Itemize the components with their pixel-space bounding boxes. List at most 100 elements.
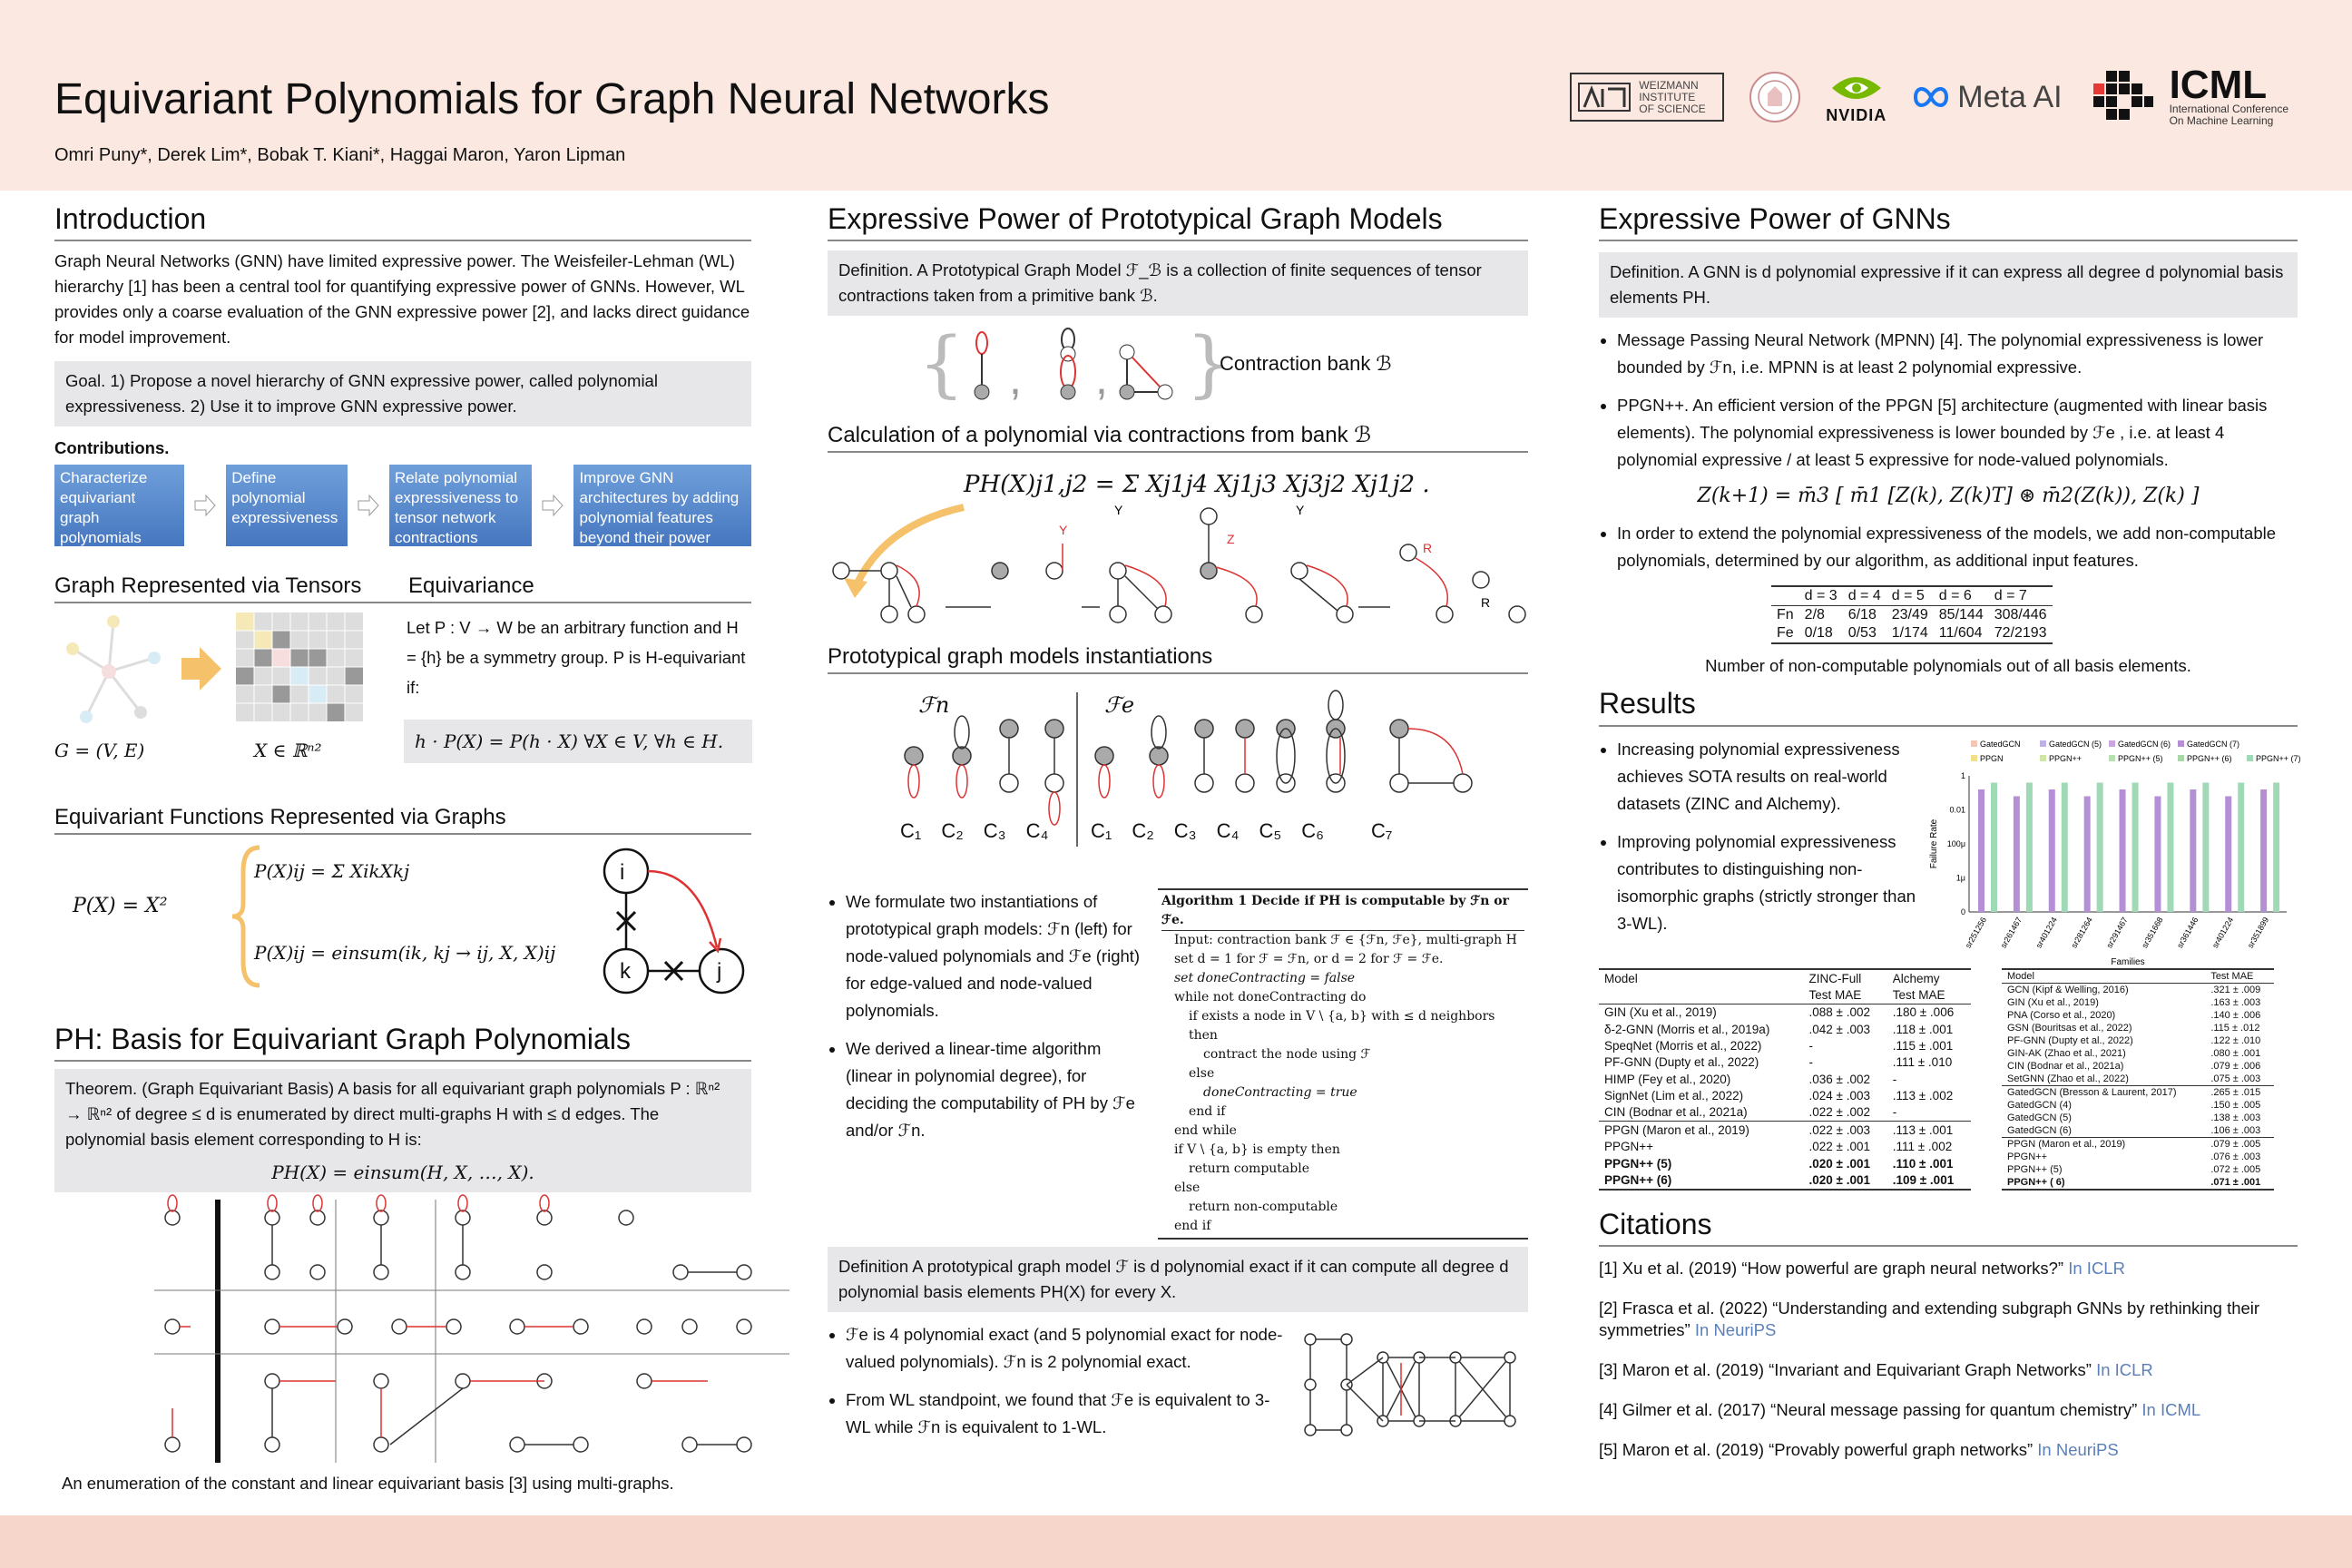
equivariance-text: Let P : V → W be an arbitrary function a… bbox=[407, 618, 746, 698]
citation-venue-link[interactable]: In NeuriPS bbox=[2037, 1440, 2119, 1460]
meta-ai-logo: Meta AI bbox=[1910, 80, 2063, 115]
table-cell: .111 ± .010 bbox=[1892, 1055, 1953, 1070]
bar bbox=[2190, 789, 2197, 912]
citation: [1] Xu et al. (2019) “How powerful are g… bbox=[1599, 1258, 2298, 1279]
tensor-label: X ∈ ℝⁿ² bbox=[254, 740, 322, 762]
table-header-cell: Test MAE bbox=[1808, 987, 1862, 1002]
x-tick-label: sr401224 bbox=[2210, 916, 2235, 950]
table-cell: .076 ± .003 bbox=[2210, 1151, 2261, 1162]
bar bbox=[1991, 782, 1997, 912]
algo-line: else bbox=[1174, 1180, 1200, 1195]
citation-venue-link[interactable]: In ICLR bbox=[2096, 1360, 2153, 1380]
contributions-flow: Characterize equivariant graph polynomia… bbox=[54, 465, 751, 547]
citations-list: [1] Xu et al. (2019) “How powerful are g… bbox=[1599, 1258, 2298, 1461]
table-cell: GatedGCN (6) bbox=[2007, 1124, 2072, 1136]
c-label: C₅ bbox=[1259, 818, 1282, 842]
flow-step-2: Define polynomial expressiveness bbox=[226, 465, 348, 547]
table-row: GatedGCN (5).138 ± .003 bbox=[2002, 1112, 2274, 1124]
citation-text: [2] Frasca et al. (2022) “Understanding … bbox=[1599, 1298, 2260, 1340]
citation-venue-link[interactable]: In ICLR bbox=[2068, 1259, 2125, 1279]
fn-label: ℱn bbox=[918, 691, 950, 718]
x-tick-label: sr361446 bbox=[2175, 916, 2200, 950]
theorem-box: Theorem. (Graph Equivariant Basis) A bas… bbox=[54, 1069, 751, 1193]
table-cell: PPGN++ (6) bbox=[1604, 1173, 1672, 1188]
table-cell: .020 ± .001 bbox=[1808, 1156, 1870, 1171]
table-row: SignNet (Lim et al., 2022).024 ± .003.11… bbox=[1599, 1087, 1971, 1103]
table-row: PPGN++ (5).020 ± .001.110 ± .001 bbox=[1599, 1155, 1971, 1171]
algorithm-box: Algorithm 1 Decide if PH is computable b… bbox=[1158, 887, 1528, 1240]
poster-header bbox=[0, 0, 2352, 191]
table-row: SpeqNet (Morris et al., 2022)-.115 ± .00… bbox=[1599, 1037, 1971, 1054]
table-row: PPGN++.022 ± .001.111 ± .002 bbox=[1599, 1139, 1971, 1155]
table-header-cell: Test MAE bbox=[2210, 970, 2254, 982]
bullet: Message Passing Neural Network (MPNN) [4… bbox=[1617, 327, 2298, 381]
c-label: C₄ bbox=[1216, 818, 1240, 842]
table-cell: GIN-AK (Zhao et al., 2021) bbox=[2007, 1047, 2126, 1059]
legend-swatch bbox=[2040, 740, 2046, 747]
algo-line: Input: contraction bank ℱ ∈ {ℱn, ℱe}, mu… bbox=[1174, 932, 1517, 947]
table-row: GCN (Kipf & Welling, 2016) .321 ± .009 bbox=[2002, 983, 2274, 996]
table-cell: PNA (Corso et al., 2020) bbox=[2007, 1009, 2116, 1021]
bar bbox=[2048, 789, 2055, 912]
citation-venue-link[interactable]: In ICML bbox=[2141, 1400, 2201, 1420]
table-cell: HIMP (Fey et al., 2020) bbox=[1604, 1072, 1731, 1086]
table-cell: GatedGCN (Bresson & Laurent, 2017) bbox=[2007, 1086, 2177, 1098]
eqfun-section: P(X) = X² P(X)ij = Σ XikXkj P(X)ij = ein… bbox=[54, 835, 751, 998]
x-tick-label: sr351668 bbox=[2140, 916, 2164, 950]
nvidia-logo: NVIDIA bbox=[1826, 70, 1886, 125]
table-row: GatedGCN (6).106 ± .003 bbox=[2002, 1124, 2274, 1138]
graph-label: G = (V, E) bbox=[54, 740, 145, 762]
bar bbox=[2238, 782, 2245, 912]
table-cell: .022 ± .001 bbox=[1808, 1140, 1870, 1154]
tensors-heading: Graph Represented via Tensors bbox=[54, 573, 408, 604]
algo-line: end if bbox=[1174, 1218, 1211, 1233]
table-cell: - bbox=[1892, 1072, 1897, 1086]
table-cell: GCN (Kipf & Welling, 2016) bbox=[2007, 984, 2129, 995]
algo-line: return non-computable bbox=[1189, 1199, 1338, 1214]
svg-text:Z: Z bbox=[1227, 532, 1235, 546]
table-row: GIN (Xu et al., 2019).088 ± .002.180 ± .… bbox=[1599, 1004, 1971, 1021]
arrow-right-icon bbox=[194, 495, 216, 517]
gnn-bullets: Message Passing Neural Network (MPNN) [4… bbox=[1599, 327, 2298, 474]
table-cell: PPGN++ bbox=[2007, 1151, 2048, 1162]
table-cell: GatedGCN (4) bbox=[2007, 1099, 2072, 1111]
arrow-right-icon bbox=[358, 495, 379, 517]
x-tick-label: sr281264 bbox=[2069, 916, 2093, 950]
citation: [5] Maron et al. (2019) “Provably powerf… bbox=[1599, 1439, 2298, 1461]
flow-step-1: Characterize equivariant graph polynomia… bbox=[54, 465, 185, 547]
citation-venue-link[interactable]: In NeuriPS bbox=[1694, 1320, 1777, 1340]
algo-line: if exists a node in V \ {a, b} with ≤ d … bbox=[1189, 1008, 1495, 1043]
table-header-cell: Alchemy bbox=[1892, 971, 1940, 985]
y-tick-label: 0.01 bbox=[1949, 805, 1965, 814]
noncomputable-caption: Number of non-computable polynomials out… bbox=[1705, 656, 2191, 676]
c-label: C₁ bbox=[900, 818, 922, 842]
table-cell: .110 ± .001 bbox=[1892, 1156, 1954, 1171]
table-cell: 85/144 bbox=[1938, 607, 1984, 623]
table-row: PPGN (Maron et al., 2019).022 ± .003.113… bbox=[1599, 1121, 1971, 1139]
table-cell: 0/18 bbox=[1804, 625, 1833, 642]
table-cell: .321 ± .009 bbox=[2210, 984, 2261, 995]
table-header-cell: Model bbox=[1604, 971, 1638, 985]
citation-text: [1] Xu et al. (2019) “How powerful are g… bbox=[1599, 1259, 2069, 1279]
legend-label: PPGN++ (7) bbox=[2256, 754, 2301, 763]
instantiations-graphs bbox=[904, 690, 1473, 847]
svg-text:Y: Y bbox=[1059, 523, 1068, 537]
bar bbox=[2154, 796, 2161, 912]
c-label: C₂ bbox=[941, 818, 964, 842]
svg-text:Y: Y bbox=[1114, 503, 1123, 517]
table-cell: SetGNN (Zhao et al., 2022) bbox=[2007, 1073, 2129, 1084]
contributions-label: Contributions. bbox=[54, 438, 170, 458]
table-cell: .022 ± .003 bbox=[1808, 1122, 1870, 1137]
table-cell: .111 ± .002 bbox=[1892, 1140, 1953, 1154]
bank-figure: { , , } Contraction bank ℬ bbox=[828, 316, 1528, 416]
bar bbox=[2273, 782, 2280, 912]
bank-label: Contraction bank ℬ bbox=[1220, 352, 1392, 376]
table-cell: δ-2-GNN (Morris et al., 2019a) bbox=[1604, 1022, 1770, 1036]
table-cell: .109 ± .001 bbox=[1892, 1173, 1955, 1188]
table-row: GatedGCN (Bresson & Laurent, 2017).265 ±… bbox=[2002, 1085, 2274, 1099]
